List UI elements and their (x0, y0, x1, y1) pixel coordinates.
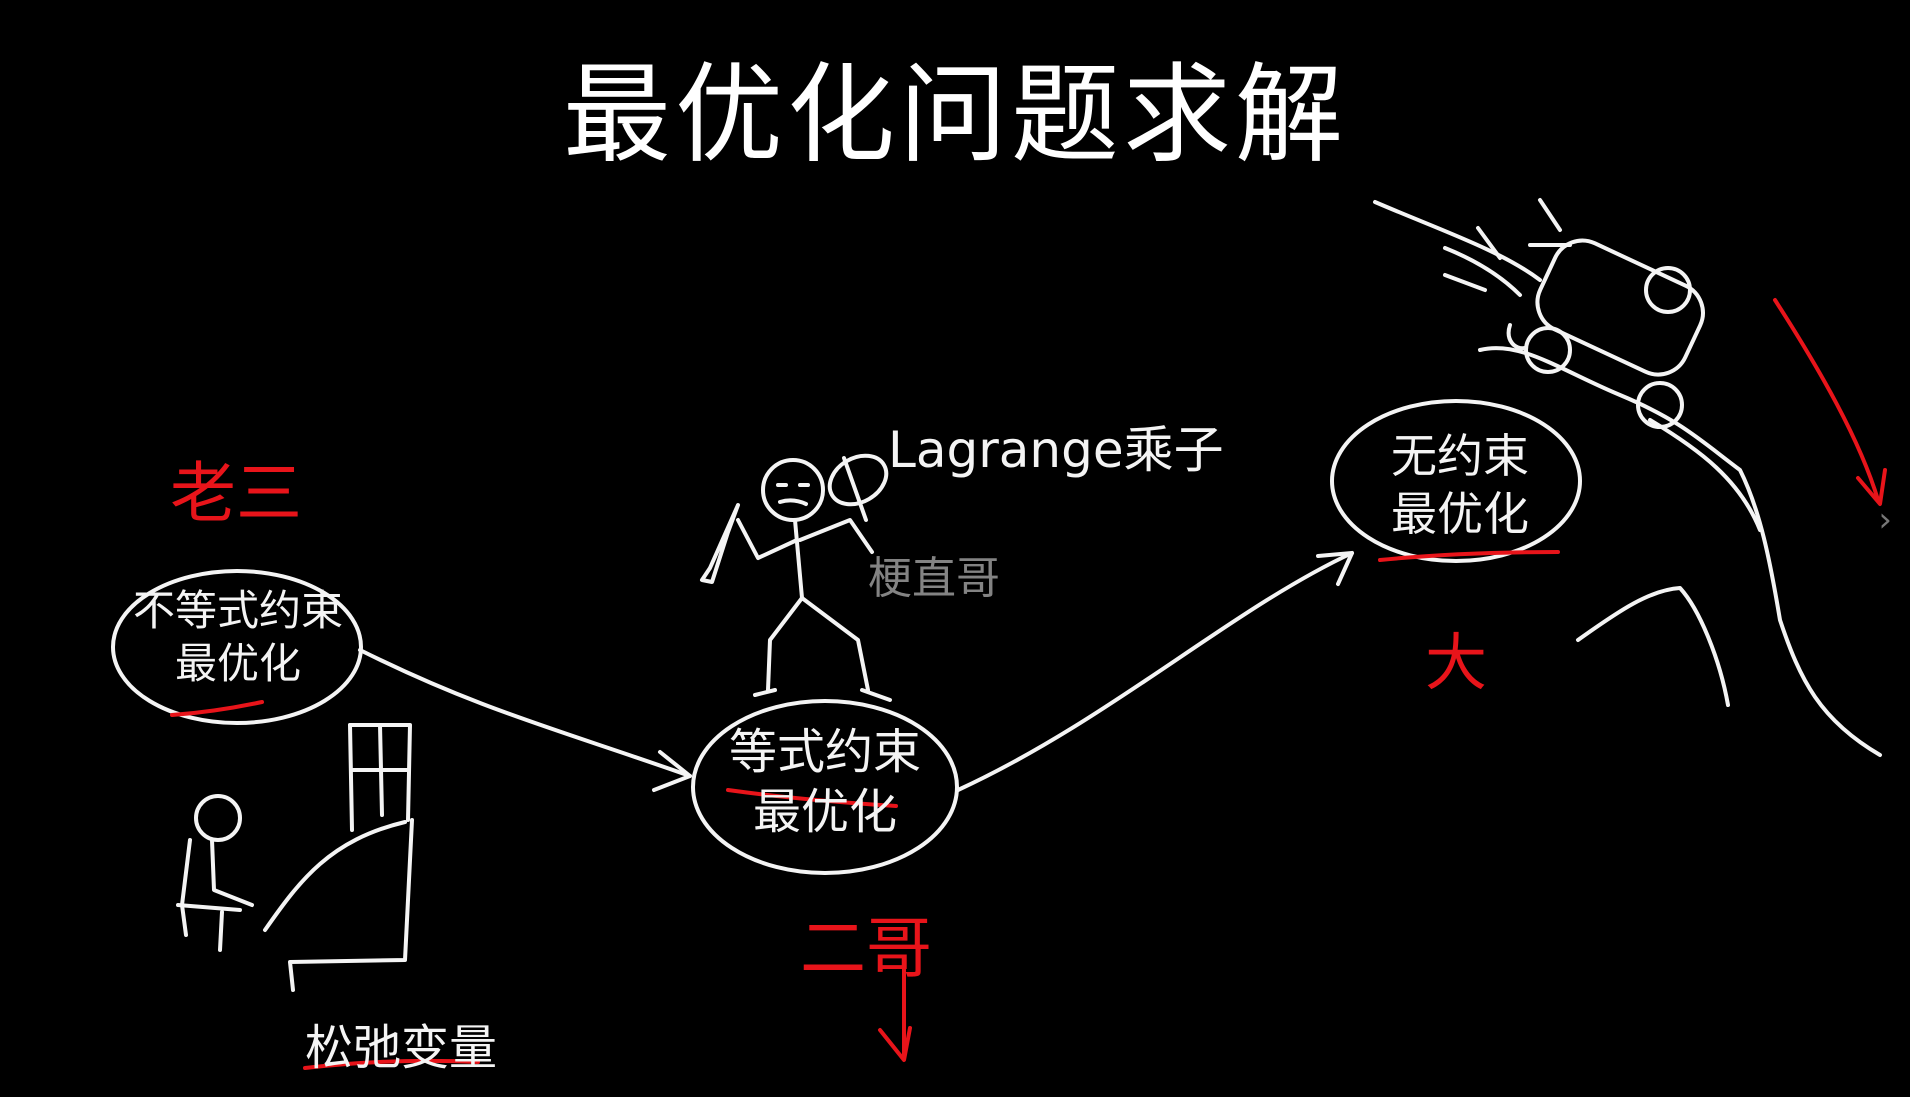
node-equality-text: 等式约束 最优化 (695, 722, 955, 842)
underline-unconstrained (1378, 550, 1560, 562)
car-on-cliff (1373, 198, 1882, 757)
annotation-slack: 松弛变量 (305, 1020, 498, 1076)
arrow-inequality-to-equality (358, 648, 692, 778)
label-laosan: 老三 (170, 455, 302, 532)
node-inequality-line2: 最优化 (174, 638, 301, 688)
red-arrow-right (1773, 298, 1880, 502)
node-unconstrained-text: 无约束 最优化 (1340, 428, 1580, 543)
arrowhead-1 (652, 750, 692, 792)
sitting-figure-slack (176, 723, 414, 992)
arrow-equality-to-unconstrained (956, 551, 1354, 792)
node-equality-ellipse (691, 699, 959, 875)
arrowhead-2 (1316, 551, 1354, 586)
red-arrowhead-right (1856, 468, 1887, 506)
underline-equality (726, 788, 898, 808)
label-da: 大 (1425, 626, 1488, 699)
chevron-right-icon: › (1878, 500, 1892, 540)
underline-inequality (170, 700, 264, 717)
node-unconstrained-line2: 最优化 (1391, 486, 1529, 541)
annotation-lagrange: Lagrange乘子 (888, 421, 1224, 479)
node-unconstrained-line1: 无约束 (1391, 429, 1529, 483)
node-unconstrained-ellipse (1330, 399, 1582, 563)
node-equality-line2: 最优化 (752, 784, 897, 840)
node-equality-line1: 等式约束 (728, 724, 921, 780)
node-inequality-ellipse (111, 569, 363, 725)
node-inequality-text: 不等式约束 最优化 (118, 585, 358, 690)
page-title: 最优化问题求解 (562, 53, 1347, 178)
label-erge: 二哥 (800, 910, 932, 987)
watermark-text: 梗直哥 (868, 553, 1000, 604)
stick-figure-lagrange (700, 453, 892, 702)
node-inequality-line1: 不等式约束 (132, 586, 343, 635)
red-arrowhead-erge (878, 1026, 912, 1062)
underline-slack (303, 1058, 480, 1070)
